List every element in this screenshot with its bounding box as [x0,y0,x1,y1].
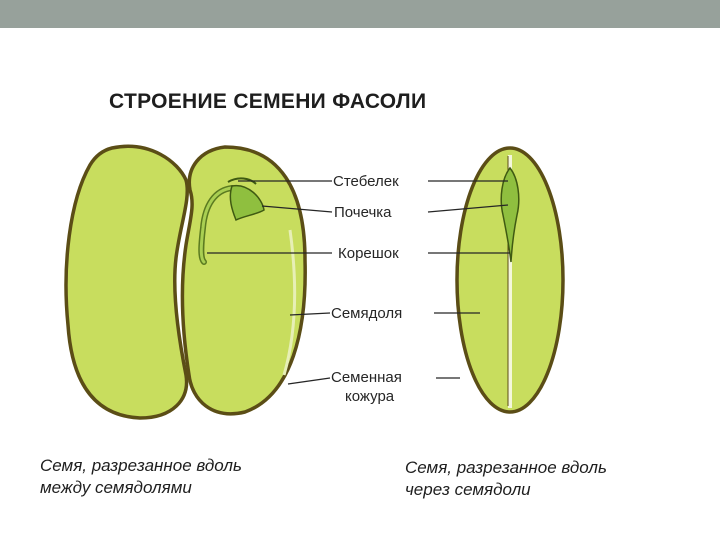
caption-right-line1: Семя, разрезанное вдоль [405,457,607,479]
left-cotyledon [66,146,187,418]
label-seed-coat-line1: Семенная [331,369,402,386]
label-stem: Стебелек [333,173,399,190]
label-root: Корешок [338,245,399,262]
caption-left-line1: Семя, разрезанное вдоль [40,455,242,477]
caption-right-line2: через семядоли [405,479,607,501]
label-cotyledon: Семядоля [331,305,402,322]
label-seed-coat-line2: кожура [345,388,395,405]
caption-right: Семя, разрезанное вдоль через семядоли [405,457,607,501]
label-bud: Почечка [334,204,392,221]
caption-left-line2: между семядолями [40,477,242,499]
caption-left: Семя, разрезанное вдоль между семядолями [40,455,242,499]
